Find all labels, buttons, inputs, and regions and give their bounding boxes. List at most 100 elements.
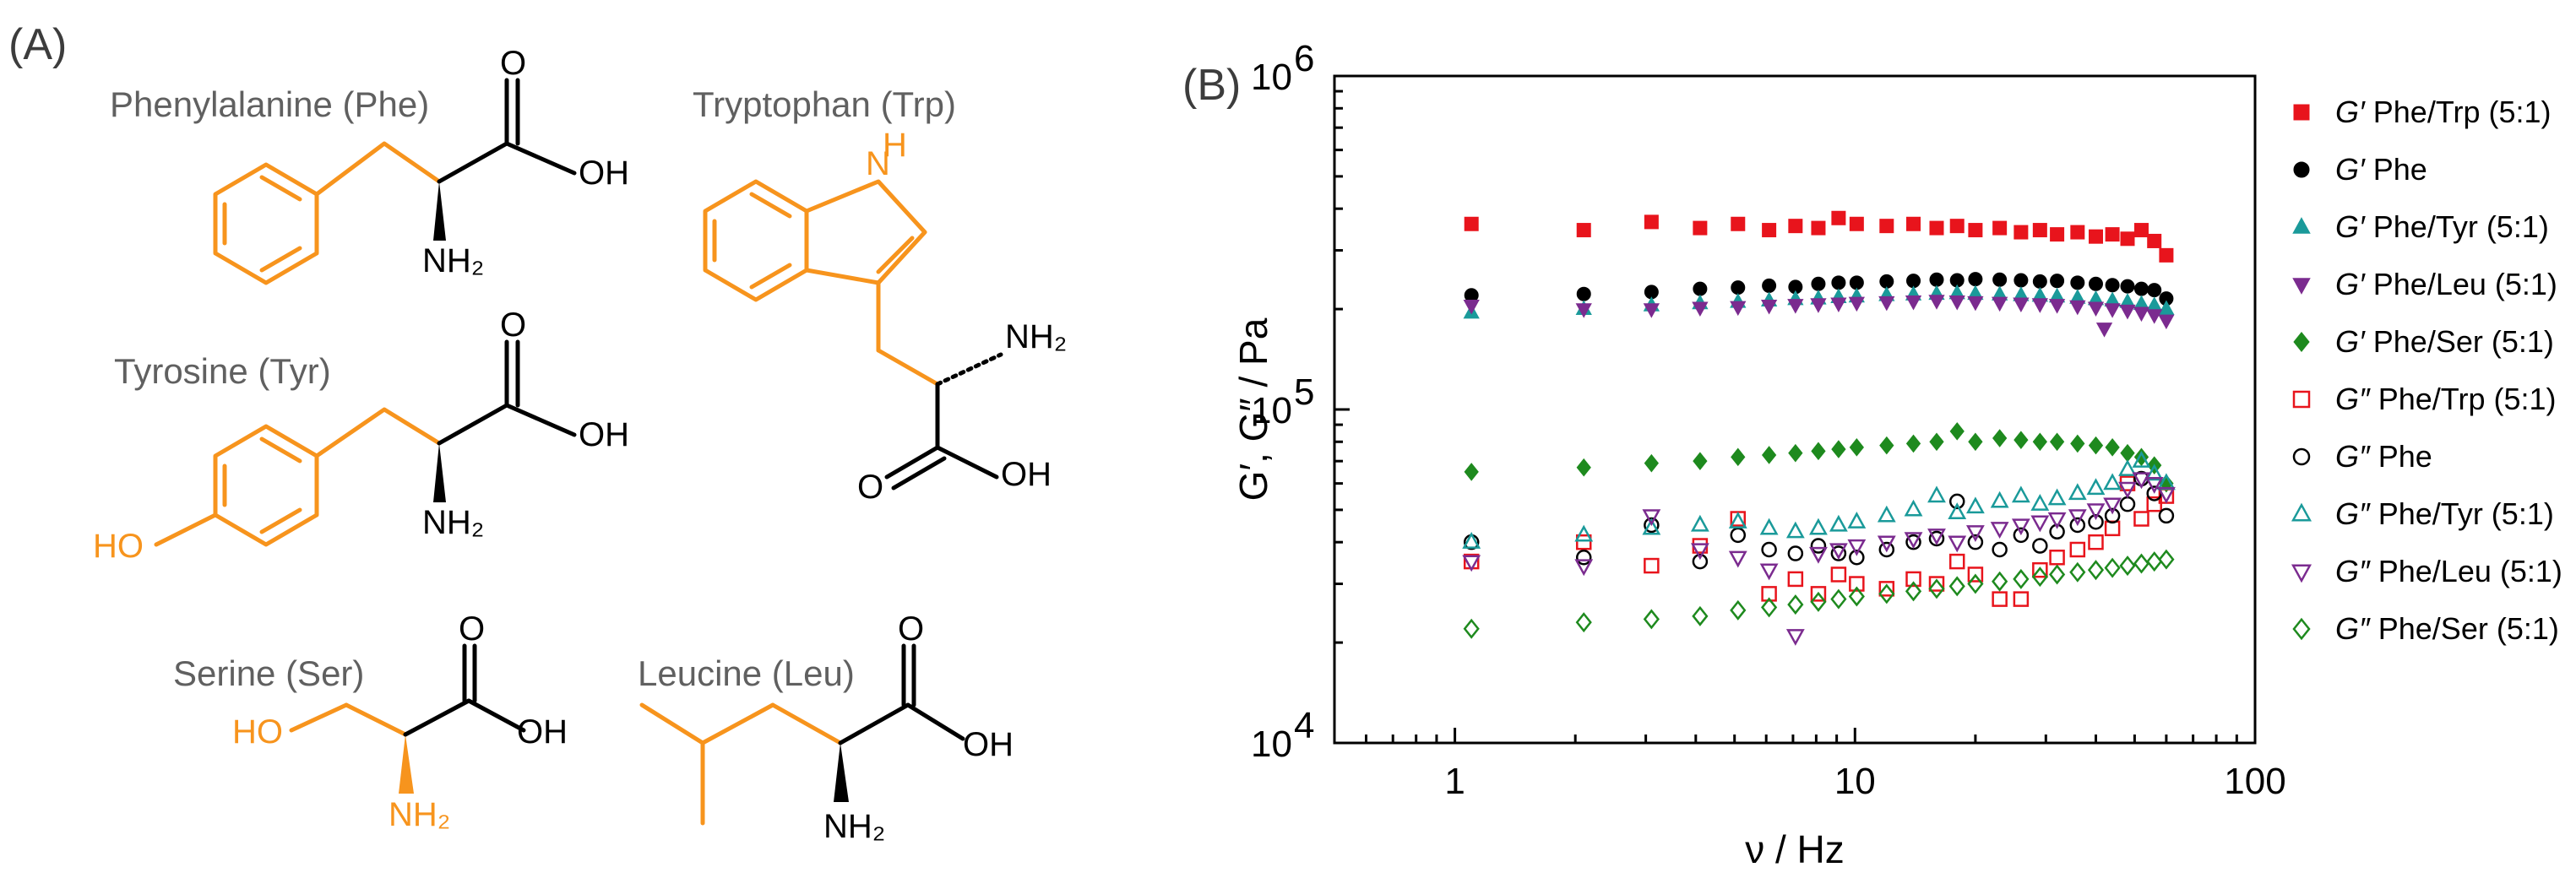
series-1 — [1464, 210, 2174, 263]
legend-label: G″ Phe/Leu (5:1) — [2335, 554, 2562, 588]
data-point — [1761, 541, 1777, 558]
data-point — [1906, 216, 1921, 231]
series-7 — [1463, 470, 2175, 570]
data-point — [1848, 586, 1865, 607]
data-point — [1576, 458, 1591, 477]
tyr-backbone-bond — [437, 403, 577, 446]
data-point — [1731, 216, 1746, 231]
data-point — [1992, 272, 2008, 287]
data-point — [1762, 278, 1777, 293]
data-point — [1904, 499, 1923, 517]
trp-carbonyl-bond — [891, 456, 947, 491]
molecule-name-phe: Phenylalanine (Phe) — [110, 84, 429, 124]
trp-hashed-bond — [935, 352, 1003, 387]
data-point — [1809, 546, 1828, 564]
data-point — [2146, 496, 2162, 512]
data-point — [1877, 505, 1896, 523]
data-point — [1787, 299, 1804, 314]
data-point — [1906, 274, 1921, 289]
data-point — [2032, 274, 2047, 289]
x-tick-label: 1 — [1444, 761, 1465, 802]
data-point — [1905, 581, 1922, 602]
data-point — [1463, 618, 1480, 639]
legend-marker — [2293, 104, 2310, 121]
phe-atom-nh2: NH₂ — [422, 242, 484, 279]
y-axis-title: G′, G″ / Pa — [1231, 317, 1275, 501]
data-point — [2132, 472, 2151, 490]
data-point — [1904, 532, 1923, 550]
data-point — [1788, 443, 1803, 463]
phe-side-chain-bond — [314, 141, 442, 197]
leu-atom-o: O — [898, 610, 924, 648]
data-point — [1730, 301, 1747, 317]
data-point — [1878, 295, 1895, 312]
trp-backbone-bond — [935, 445, 999, 480]
data-point — [1992, 591, 2008, 607]
data-point — [1809, 518, 1828, 535]
data-point — [1967, 573, 1984, 594]
ser-wedge-bond — [399, 735, 414, 794]
leu-side-chain-bond — [770, 702, 843, 745]
data-point — [1693, 452, 1708, 470]
leucine-structure: Leucine (Leu) O OH NH₂ — [638, 610, 1014, 845]
phe-ring-double-bond — [259, 246, 302, 273]
data-point — [1462, 555, 1481, 572]
data-point — [1692, 301, 1709, 317]
trp-benzene-ring — [703, 179, 809, 302]
data-point — [1761, 597, 1778, 618]
tyr-atom-nh2: NH₂ — [422, 504, 484, 541]
series-2 — [1464, 272, 2174, 306]
data-point — [1849, 216, 1864, 231]
data-point — [2088, 276, 2103, 291]
data-point — [1849, 438, 1864, 457]
data-point — [2086, 478, 2106, 496]
legend-label: G″ Phe/Tyr (5:1) — [2335, 496, 2554, 531]
data-point — [2159, 247, 2174, 263]
data-point — [2031, 566, 2048, 588]
data-point — [1575, 303, 1592, 318]
data-point — [2069, 517, 2086, 534]
tyr-ring-double-bond — [259, 436, 302, 463]
legend-item: G″ Phe/Leu (5:1) — [2291, 554, 2562, 588]
data-point — [1463, 299, 1480, 315]
data-point — [1811, 276, 1826, 291]
data-point — [2048, 564, 2066, 585]
data-point — [1990, 491, 2009, 508]
legend-label: G″ Phe/Ser (5:1) — [2335, 611, 2559, 646]
tyr-oh-bond — [154, 512, 218, 547]
data-point — [1731, 447, 1746, 467]
data-point — [2088, 436, 2104, 455]
data-point — [2014, 431, 2029, 449]
data-point — [1730, 527, 1747, 544]
data-point — [1759, 563, 1779, 581]
data-point — [1787, 545, 1804, 561]
data-point — [1810, 298, 1827, 313]
data-point — [2133, 223, 2149, 238]
data-point — [1644, 453, 1659, 473]
panel-b-label: (B) — [1182, 61, 1241, 110]
data-point — [1967, 534, 1984, 550]
phe-wedge-bond — [433, 182, 446, 241]
data-point — [1830, 566, 1847, 583]
legend-item: G″ Phe/Ser (5:1) — [2292, 611, 2559, 646]
data-point — [1759, 518, 1779, 535]
data-point — [1968, 223, 1983, 238]
data-point — [1462, 531, 1481, 549]
data-point — [1575, 534, 1592, 550]
data-point — [1928, 295, 1945, 310]
y-tick-exponent: 4 — [1294, 705, 1314, 746]
trp-atom-oh: OH — [1001, 456, 1052, 493]
data-point — [2105, 438, 2120, 457]
data-point — [1927, 485, 1946, 503]
data-point — [2048, 299, 2066, 314]
data-point — [2086, 503, 2106, 521]
data-point — [1965, 496, 1985, 514]
data-point — [2068, 509, 2087, 527]
data-point — [1644, 557, 1660, 574]
data-point — [2095, 323, 2113, 338]
data-point — [2120, 279, 2135, 294]
y-tick-exponent: 6 — [1294, 38, 1314, 79]
legend-marker — [2291, 564, 2312, 583]
series-6 — [1463, 475, 2175, 607]
legend-item: G′ Phe/Trp (5:1) — [2293, 95, 2552, 129]
